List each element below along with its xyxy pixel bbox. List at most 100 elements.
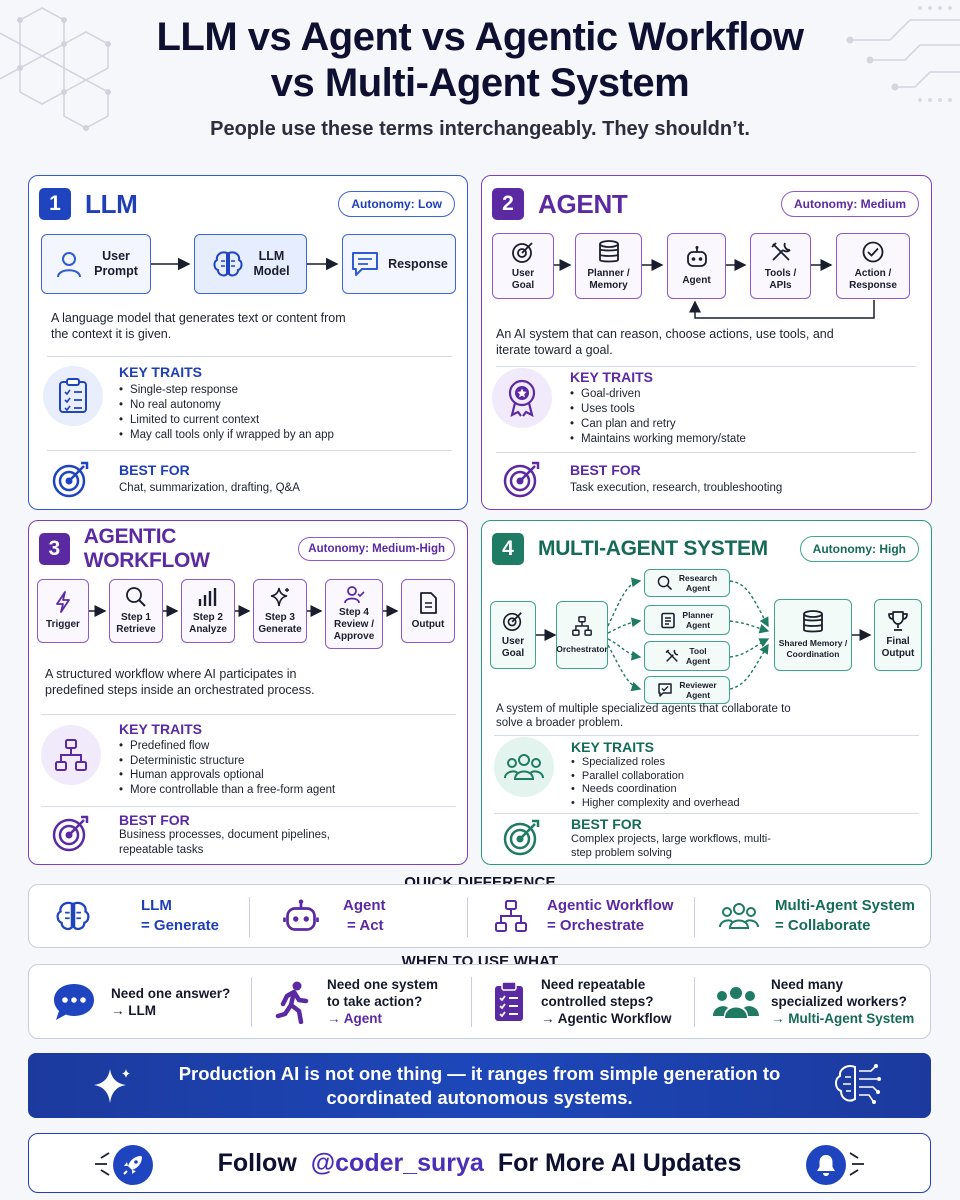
multi-flow-label: Orchestrator xyxy=(556,644,608,654)
agent-traits-list: Goal-driven Uses tools Can plan and retr… xyxy=(570,387,746,447)
wu-question: Need many specialized workers? xyxy=(771,977,907,1009)
lightning-icon xyxy=(56,591,70,613)
qd-name: Multi-Agent System xyxy=(775,897,916,914)
qd-name: LLM xyxy=(141,897,172,914)
page-title-line2: vs Multi-Agent System xyxy=(270,61,690,105)
separator xyxy=(249,897,250,937)
qd-item-llm: LLM = Generate xyxy=(51,885,219,947)
search-icon xyxy=(126,587,146,607)
trait-item: Maintains working memory/state xyxy=(570,432,746,447)
award-icon xyxy=(492,368,552,428)
trophy-icon xyxy=(888,611,908,631)
sparkle-icon xyxy=(94,1069,130,1103)
multi-autonomy-badge: Autonomy: High xyxy=(799,536,919,562)
user-icon xyxy=(57,252,82,278)
multi-flow-planner-agent: Planner Agent xyxy=(644,605,730,635)
agent-flow-action: Action / Response xyxy=(836,233,910,299)
trait-item: Specialized roles xyxy=(571,756,740,770)
bell-icon xyxy=(806,1145,846,1185)
check-circle-icon xyxy=(862,241,884,263)
multi-traits-list: Specialized roles Parallel collaboration… xyxy=(571,756,740,810)
target-icon xyxy=(503,819,540,856)
workflow-best-text: Business processes, document pipelines, … xyxy=(119,829,330,856)
multi-flow-label: Research Agent xyxy=(678,573,718,593)
divider xyxy=(496,366,916,367)
brain-icon xyxy=(51,894,95,938)
agent-flow-planner: Planner / Memory xyxy=(575,233,642,299)
workflow-flow-analyze: Step 2 Analyze xyxy=(181,579,235,643)
workflow-traits-list: Predefined flow Deterministic structure … xyxy=(119,739,335,797)
multi-card-title: MULTI-AGENT SYSTEM xyxy=(538,537,768,560)
workflow-best-heading: BEST FOR xyxy=(119,812,190,828)
workflow-flow-label: Output xyxy=(411,619,445,630)
database-icon xyxy=(803,610,823,633)
qd-verb: = Orchestrate xyxy=(547,917,645,934)
flowchart-icon xyxy=(489,894,533,938)
llm-flow-response: Response xyxy=(342,234,456,294)
workflow-card: 3 AGENTIC WORKFLOW Autonomy: Medium-High… xyxy=(28,520,468,865)
user-check-icon xyxy=(344,586,365,604)
workflow-flow-label: Trigger xyxy=(46,619,80,630)
multi-best-heading: BEST FOR xyxy=(571,816,642,832)
clipboard-icon xyxy=(495,980,523,1021)
wu-answer: → Agent xyxy=(327,1011,382,1026)
follow-suffix: For More AI Updates xyxy=(497,1148,742,1177)
multi-agent-card: 4 MULTI-AGENT SYSTEM Autonomy: High User… xyxy=(481,520,932,865)
separator xyxy=(471,977,472,1027)
divider xyxy=(47,450,452,451)
multi-flow-label: Tool Agent xyxy=(685,646,711,666)
agent-best-text: Task execution, research, troubleshootin… xyxy=(570,482,783,494)
wu-item-multi: Need many specialized workers? → Multi-A… xyxy=(713,965,914,1038)
llm-best-heading: BEST FOR xyxy=(119,462,190,478)
hierarchy-icon xyxy=(41,725,101,785)
target-icon xyxy=(512,242,533,263)
workflow-flow-trigger: Trigger xyxy=(37,579,89,643)
multi-best-text: Complex projects, large workflows, multi… xyxy=(571,833,771,859)
llm-flow-user-prompt: User Prompt xyxy=(41,234,151,294)
follow-prefix: Follow xyxy=(217,1148,297,1177)
trait-item: Single-step response xyxy=(119,383,334,398)
wu-answer: → LLM xyxy=(111,1002,156,1018)
multi-flow-arrows xyxy=(536,577,872,692)
qd-item-workflow: Agentic Workflow = Orchestrate xyxy=(489,885,673,947)
divider xyxy=(496,452,916,453)
multi-flow-orchestrator: Orchestrator xyxy=(556,601,608,669)
wu-item-llm: Need one answer? → LLM xyxy=(51,965,230,1038)
brain-icon xyxy=(213,251,243,277)
tools-icon xyxy=(665,649,679,662)
multi-flow-user-goal: User Goal xyxy=(490,601,536,669)
wu-answer: → Agentic Workflow xyxy=(541,1011,672,1026)
rocket-icon xyxy=(113,1145,153,1185)
agent-flow-label: Tools / APIs xyxy=(764,268,797,291)
agent-traits-heading: KEY TRAITS xyxy=(570,369,653,385)
multi-flow-label: Shared Memory / Coordination xyxy=(778,638,848,659)
wu-answer: → Multi-Agent System xyxy=(771,1011,915,1026)
clipboard-icon xyxy=(661,612,676,629)
running-person-icon xyxy=(275,981,309,1024)
trait-item: Limited to current context xyxy=(119,413,334,428)
wu-question: Need one system to take action? xyxy=(327,977,439,1009)
chat-icon xyxy=(352,252,379,276)
multi-flow-final-output: Final Output xyxy=(874,599,922,671)
agent-flow-label: Action / Response xyxy=(849,268,897,291)
workflow-flow-retrieve: Step 1 Retrieve xyxy=(109,579,163,643)
separator xyxy=(694,897,695,937)
team-icon xyxy=(713,986,759,1018)
workflow-flow-review: Step 4 Review / Approve xyxy=(325,579,383,649)
bar-chart-icon xyxy=(198,588,217,606)
trait-item: Predefined flow xyxy=(119,739,335,754)
divider xyxy=(47,356,452,357)
check-chat-icon xyxy=(658,683,673,697)
follow-handle-link[interactable]: @coder_surya xyxy=(310,1148,484,1177)
trait-item: More controllable than a free-form agent xyxy=(119,783,335,798)
llm-flow-label: Response xyxy=(388,257,448,271)
robot-icon xyxy=(686,246,707,267)
llm-best-text: Chat, summarization, drafting, Q&A xyxy=(119,482,300,494)
database-icon xyxy=(598,240,619,263)
workflow-flow-arrows xyxy=(89,605,399,617)
trait-item: Can plan and retry xyxy=(570,417,746,432)
trait-item: Higher complexity and overhead xyxy=(571,797,740,811)
workflow-description: A structured workflow where AI participa… xyxy=(45,667,315,697)
separator xyxy=(467,897,468,937)
target-icon xyxy=(503,612,522,631)
